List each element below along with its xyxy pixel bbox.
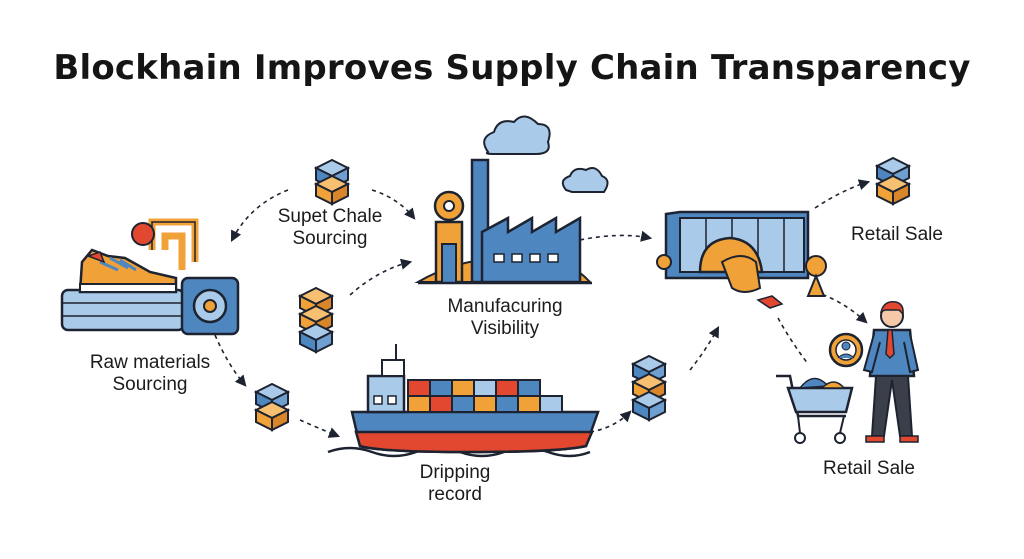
cloud-icon-small xyxy=(561,167,609,193)
arrow-warehouse-to-retail-top xyxy=(814,179,871,209)
label-raw-line2: Sourcing xyxy=(112,374,188,395)
raw-materials-illustration xyxy=(60,218,240,336)
cargo-ship-illustration xyxy=(327,344,600,458)
diagram-title: Blockhain Improves Supply Chain Transpar… xyxy=(53,48,971,88)
block-stack-left-middle xyxy=(299,287,333,353)
label-supet-line1: Supet Chale xyxy=(277,206,383,227)
retail-person-illustration xyxy=(828,300,920,443)
cloud-icon xyxy=(483,115,551,155)
shopping-cart-icon xyxy=(776,374,854,444)
arrow-ship-to-blocks xyxy=(589,410,632,433)
flow-arrows xyxy=(214,179,871,438)
arrow-manu-to-warehouse xyxy=(579,230,653,242)
factory-illustration xyxy=(414,115,609,285)
label-retail-bottom: Retail Sale xyxy=(823,458,915,479)
label-manu-line2: Visibility xyxy=(470,318,540,339)
arrow-blocks-to-warehouse xyxy=(689,326,720,371)
label-retail-top: Retail Sale xyxy=(851,224,943,245)
label-supet-chale: Supet Chale Sourcing xyxy=(260,206,400,250)
label-ship-line2: record xyxy=(428,484,482,505)
block-stack-ship-right xyxy=(632,355,666,421)
label-raw-materials: Raw materials Sourcing xyxy=(60,352,240,396)
label-raw-line1: Raw materials xyxy=(89,352,211,373)
arrow-warehouse-to-cart xyxy=(777,317,809,365)
label-manufacturing: Manufacuring Visibility xyxy=(420,296,590,340)
label-manu-line1: Manufacuring xyxy=(447,296,563,317)
label-ship-line1: Dripping xyxy=(419,462,491,483)
block-stack-supet xyxy=(315,159,349,205)
label-shipping: Dripping record xyxy=(380,462,530,506)
block-stack-raw-lower xyxy=(255,383,289,431)
arrow-supet-to-manu xyxy=(371,189,416,220)
block-stack-retail-top xyxy=(876,157,910,205)
arrow-blocks-to-ship xyxy=(299,419,341,438)
label-supet-line2: Sourcing xyxy=(292,228,368,249)
arrow-blocks-to-manu xyxy=(349,258,413,296)
warehouse-illustration xyxy=(656,210,827,309)
